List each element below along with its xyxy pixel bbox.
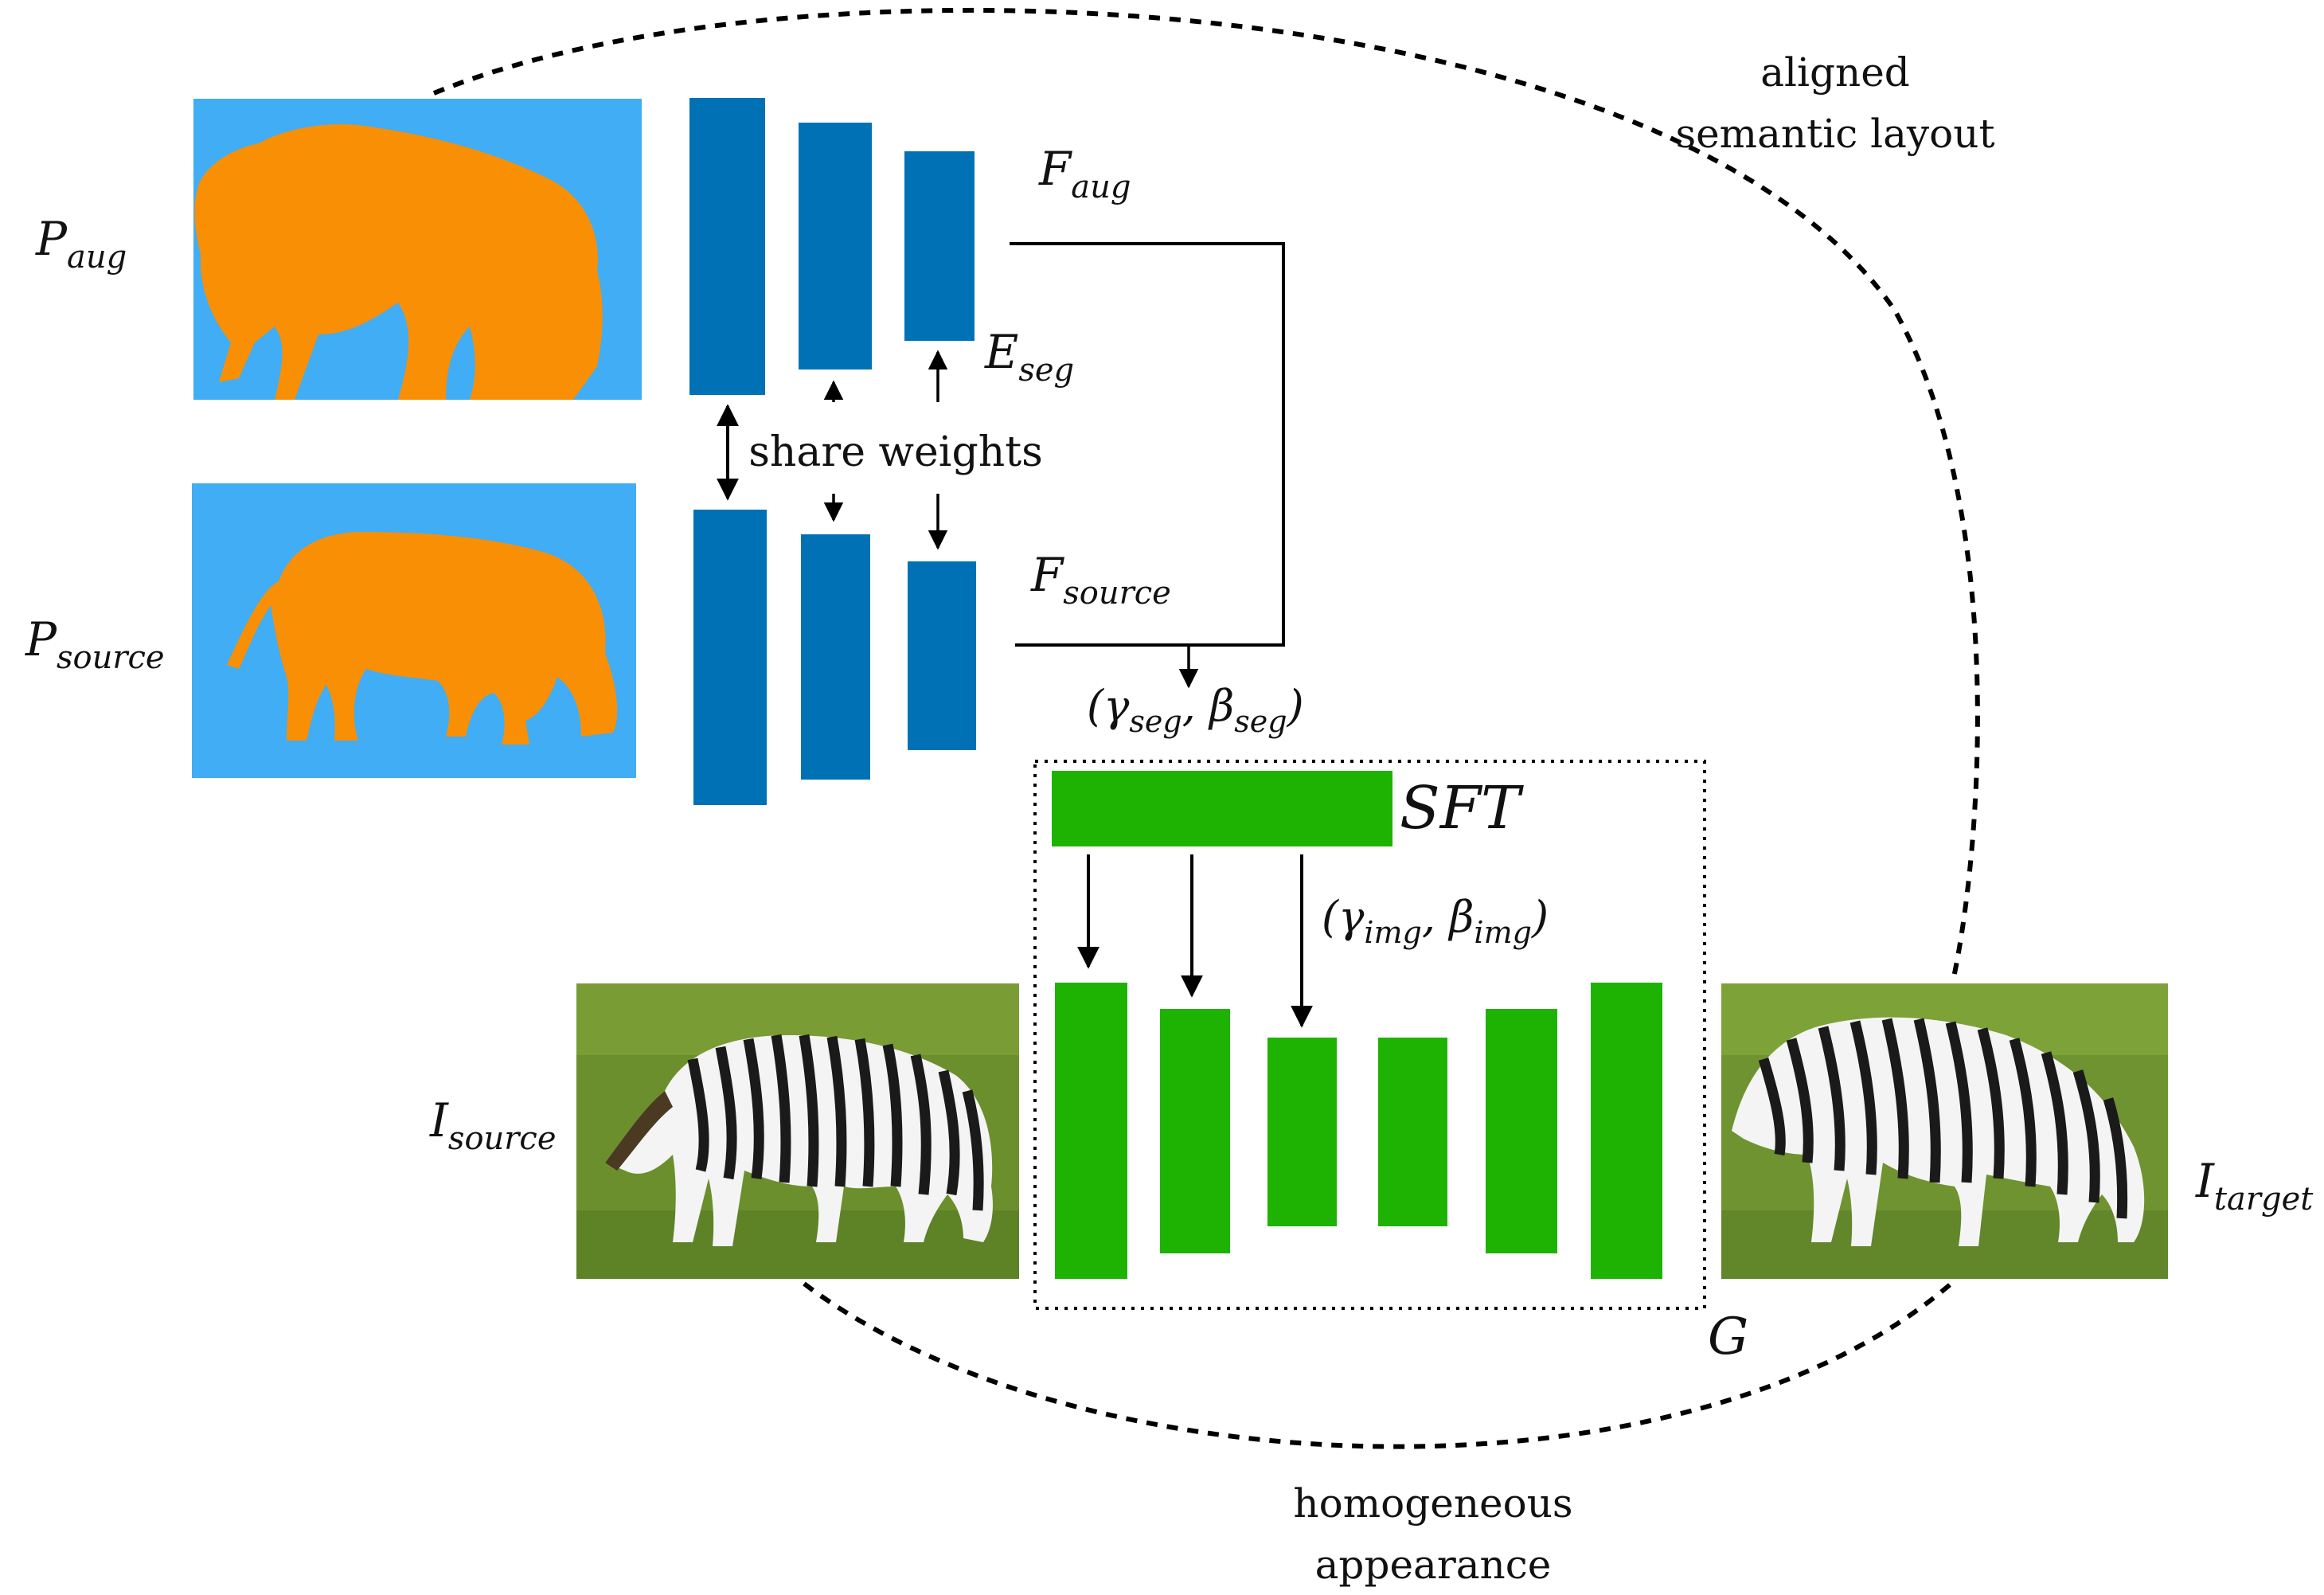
gamma-img-label: (γimg, βimg) [1322, 892, 1549, 950]
p-source-mask [192, 483, 636, 778]
encoder-aug [689, 98, 975, 395]
generator-block [1267, 1038, 1337, 1226]
homogeneous-appearance-arc [803, 1280, 1955, 1449]
share-weights-label: share weights [748, 428, 1043, 476]
zebra-photo-icon [605, 1034, 993, 1246]
generator-label: G [1708, 1308, 1748, 1366]
sft-label: SFT [1400, 774, 1524, 842]
aligned-label: aligned [1760, 49, 1910, 96]
generator-blocks [1055, 983, 1662, 1279]
zebra-silhouette-icon [194, 124, 603, 400]
f-source-label: Fsource [1030, 548, 1171, 612]
encoder-block [904, 151, 975, 341]
generator-block [1160, 1009, 1230, 1253]
generator-block [1378, 1038, 1447, 1226]
encoder-block [908, 561, 976, 750]
p-aug-mask [193, 99, 642, 400]
e-seg-label: Eseg [984, 325, 1074, 389]
i-source-label: Isource [429, 1093, 557, 1157]
zebra-photo-icon [1732, 1017, 2145, 1246]
generator-box [1033, 760, 1706, 1310]
semantic-layout-label: semantic layout [1675, 111, 1994, 157]
p-aug-label: Paug [35, 212, 127, 276]
f-aug-label: Faug [1038, 142, 1131, 205]
i-source-photo [576, 983, 1019, 1279]
p-source-label: Psource [25, 612, 165, 676]
generator-block [1055, 983, 1127, 1279]
zebra-silhouette-icon [227, 532, 618, 745]
generator-block [1486, 1009, 1557, 1253]
i-target-photo [1721, 983, 2168, 1279]
homogeneous-label: homogeneous [1293, 1480, 1572, 1527]
encoder-source [693, 510, 976, 805]
aligned-layout-arc [432, 7, 1980, 982]
generator-block [1591, 983, 1662, 1279]
i-target-label: Itarget [2195, 1154, 2314, 1218]
appearance-label: appearance [1315, 1542, 1552, 1588]
f-aug-connector [1010, 242, 1285, 647]
encoder-block [693, 510, 767, 805]
sft-block [1052, 771, 1392, 846]
encoder-block [801, 534, 870, 780]
encoder-block [689, 98, 765, 395]
encoder-block [799, 123, 872, 369]
gamma-seg-label: (γseg, βseg) [1087, 681, 1304, 739]
